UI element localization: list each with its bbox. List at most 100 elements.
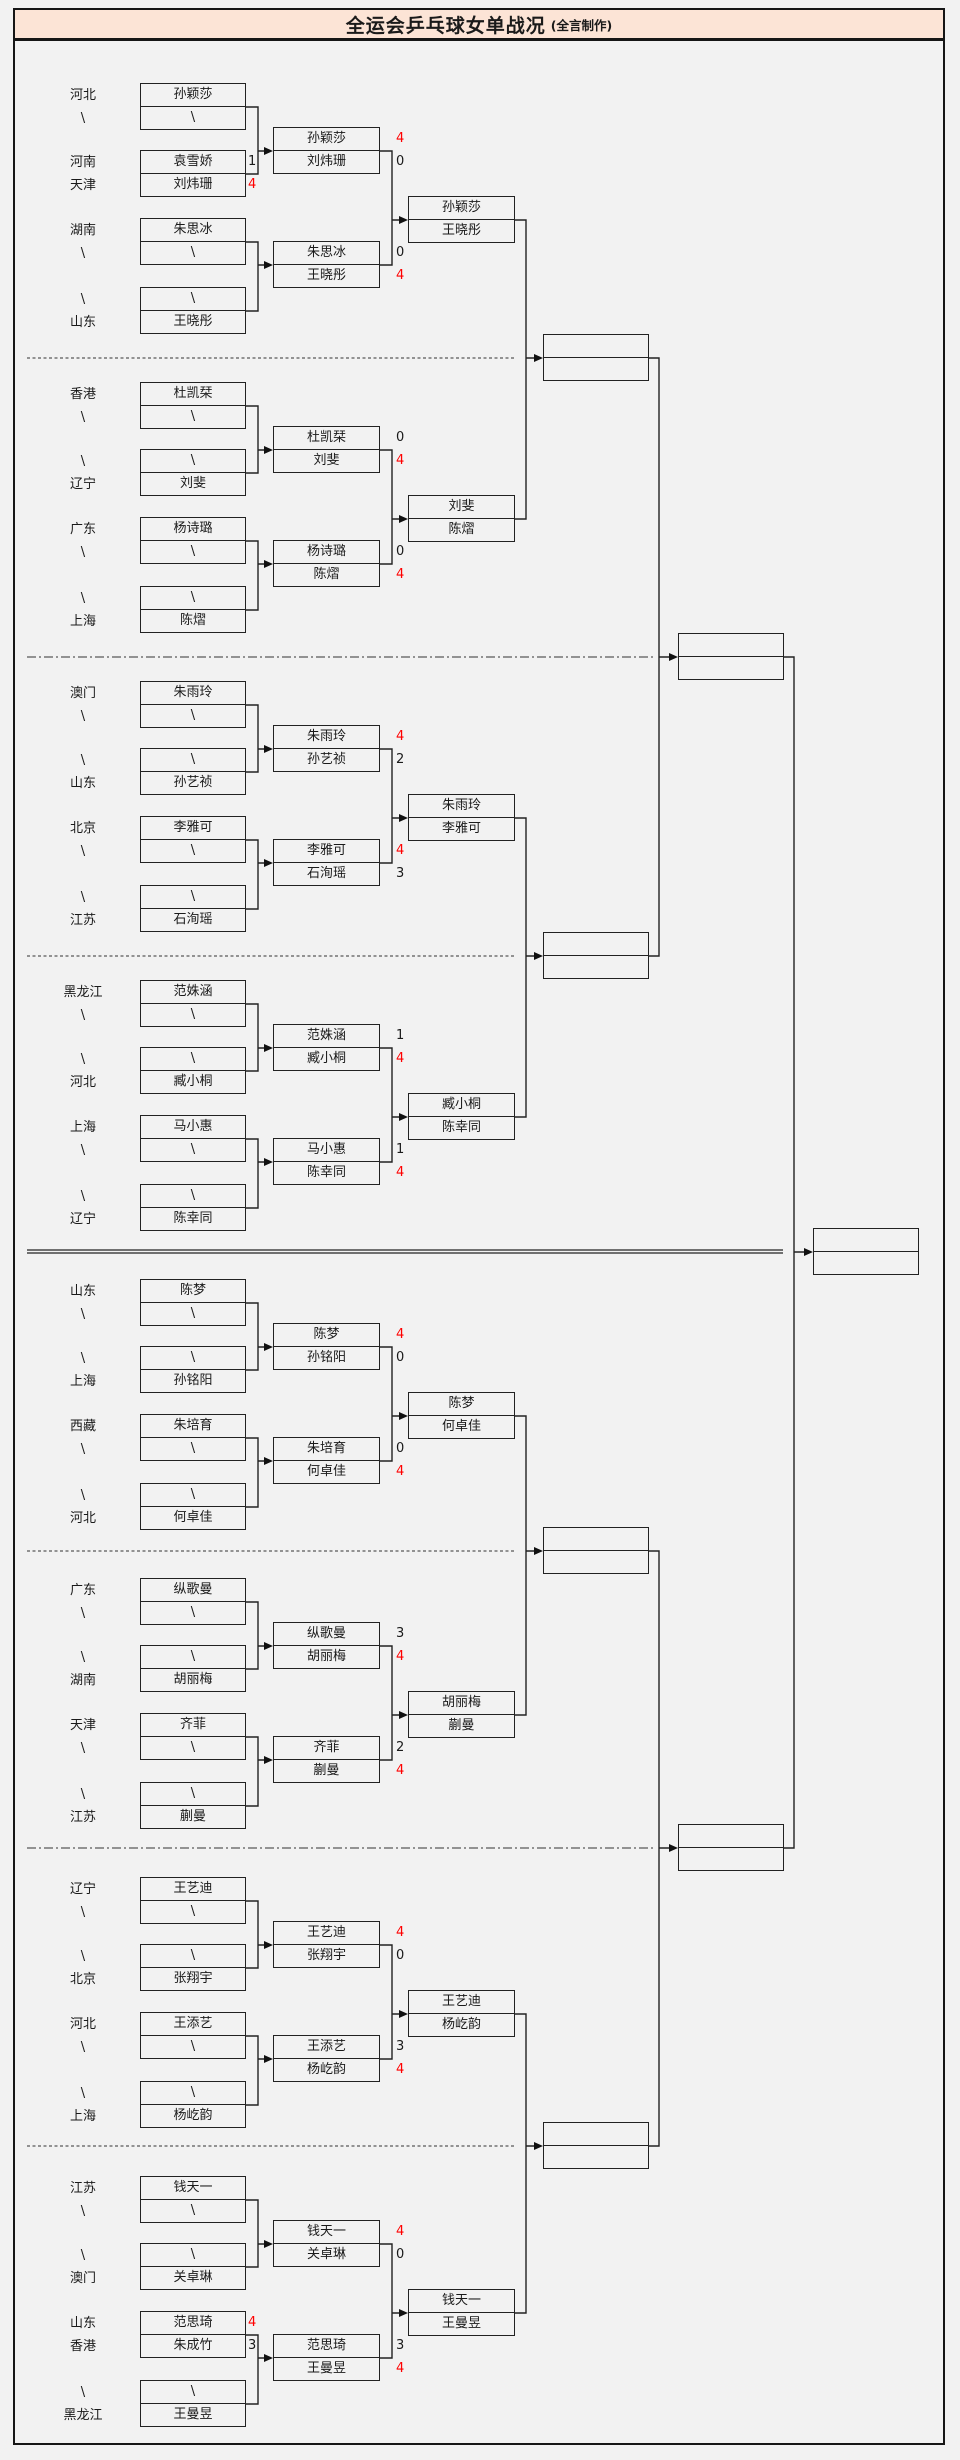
round1-pair: 杜凯栞 \	[140, 382, 246, 429]
player-slot: 陈熠	[141, 609, 245, 632]
semifinal-result-box	[678, 1824, 784, 1871]
round1-pair: 齐菲 \	[140, 1713, 246, 1760]
player-slot: 胡丽梅	[409, 1692, 514, 1714]
region-label: \	[80, 1052, 86, 1067]
player-name: 王曼昱	[306, 2361, 346, 2376]
region-label: \	[80, 1905, 86, 1920]
player-slot: \	[141, 886, 245, 908]
round1-pair: 孙颖莎 \	[140, 83, 246, 130]
player-name: \	[190, 1441, 196, 1456]
round1-pair: \ 臧小桐	[140, 1047, 246, 1094]
player-name: 王晓彤	[441, 223, 481, 238]
player-name: 范姝涵	[306, 1028, 346, 1043]
score: 4	[396, 843, 405, 858]
player-name: 杨诗璐	[173, 521, 213, 536]
player-slot: 陈梦	[141, 1280, 245, 1302]
region-label: \	[80, 2040, 86, 2055]
player-name: 孙颖莎	[173, 87, 213, 102]
quarterfinal-result-box	[543, 1527, 649, 1574]
score: 3	[396, 2039, 405, 2054]
player-slot: 朱雨玲	[409, 795, 514, 817]
player-name: 何卓佳	[306, 1464, 346, 1479]
empty-slot	[814, 1251, 918, 1274]
player-name: 孙颖莎	[441, 200, 481, 215]
region-label: 山东	[69, 1284, 96, 1299]
bracket-group-5: 山东 \ \ 上海 西藏 \ \ 河北 陈梦 \ \ 孙铭阳 朱培育 \ \ 何…	[0, 1279, 960, 1531]
player-slot: 刘斐	[141, 472, 245, 495]
region-label: \	[80, 2385, 86, 2400]
player-name: 马小惠	[306, 1142, 346, 1157]
score: 1	[248, 154, 257, 169]
player-name: 钱天一	[306, 2224, 346, 2239]
region-label: 黑龙江	[63, 2408, 103, 2423]
player-slot: 蒯曼	[141, 1805, 245, 1828]
player-name: 杜凯栞	[173, 386, 213, 401]
region-label: 河北	[69, 1511, 96, 1526]
player-name: \	[190, 889, 196, 904]
player-slot: 范姝涵	[141, 981, 245, 1003]
score: 4	[396, 1464, 405, 1479]
player-name: \	[190, 2384, 196, 2399]
player-name: 蒯曼	[179, 1809, 206, 1824]
player-slot: \	[141, 2244, 245, 2266]
player-name: 孙铭阳	[306, 1350, 346, 1365]
score: 4	[396, 2224, 405, 2239]
player-slot: \	[141, 2381, 245, 2403]
region-label: 天津	[69, 178, 96, 193]
player-slot: \	[141, 106, 245, 129]
page-title: 全运会乒乓球女单战况	[345, 14, 546, 37]
region-label: \	[80, 1650, 86, 1665]
player-name: 朱培育	[173, 1418, 213, 1433]
region-label: 上海	[69, 2109, 96, 2124]
region-label: 上海	[69, 1120, 96, 1135]
player-name: 陈幸同	[441, 1120, 481, 1135]
player-name: 胡丽梅	[306, 1649, 346, 1664]
empty-slot	[544, 2123, 648, 2145]
region-label: \	[80, 1143, 86, 1158]
score: 4	[396, 1165, 405, 1180]
player-name: 何卓佳	[173, 1510, 213, 1525]
player-name: 王艺迪	[441, 1994, 481, 2009]
score: 4	[396, 453, 405, 468]
region-label: 广东	[69, 1583, 96, 1598]
player-name: 关卓琳	[306, 2247, 346, 2262]
player-name: 王晓彤	[173, 314, 213, 329]
player-name: \	[190, 2039, 196, 2054]
player-slot: 石洵瑶	[141, 908, 245, 931]
player-name: 钱天一	[441, 2293, 481, 2308]
player-slot: 朱培育	[141, 1415, 245, 1437]
player-name: \	[190, 110, 196, 125]
player-name: 杨屹韵	[173, 2108, 213, 2123]
region-label: 山东	[69, 776, 96, 791]
region-label: 澳门	[69, 686, 96, 701]
score: 0	[396, 1350, 405, 1365]
region-label: \	[80, 1787, 86, 1802]
player-name: \	[190, 453, 196, 468]
round1-pair: 钱天一 \	[140, 2176, 246, 2223]
player-name: \	[190, 1740, 196, 1755]
quarterfinal-result-box	[543, 932, 649, 979]
quarterfinal-pairing: 王艺迪 杨屹韵	[408, 1990, 515, 2037]
player-slot: \	[141, 1138, 245, 1161]
player-name: 胡丽梅	[173, 1672, 213, 1687]
region-label: 湖南	[69, 223, 96, 238]
player-slot: 钱天一 4	[274, 2221, 404, 2243]
score: 2	[396, 1740, 405, 1755]
region-label: 山东	[69, 315, 96, 330]
player-slot: 杨诗璐	[141, 518, 245, 540]
